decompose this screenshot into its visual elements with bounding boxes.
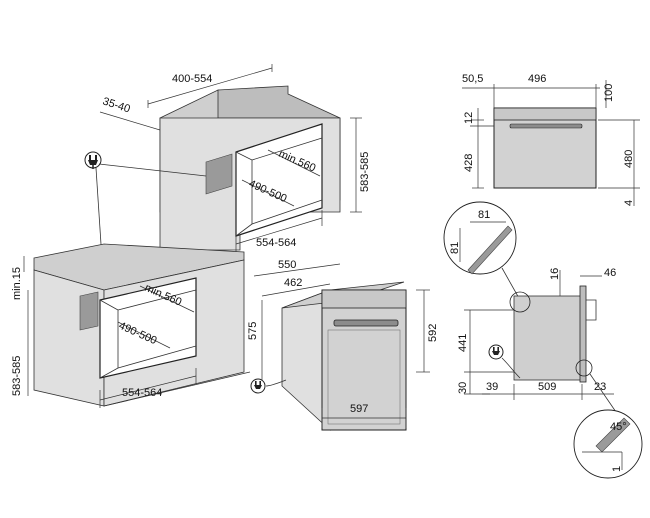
side-plug-icon <box>488 344 504 360</box>
dim-45deg-label: 45° <box>610 421 627 433</box>
under-counter-installation: min.15 583-585 min.560 490-500 554-564 <box>11 243 251 408</box>
dim-597-label: 597 <box>350 403 368 415</box>
dim-583-585-left-label: 583-585 <box>11 356 23 396</box>
detail-circle-81: 81 81 <box>443 201 521 301</box>
dim-509-label: 509 <box>538 381 556 393</box>
dim-496-label: 496 <box>528 73 546 85</box>
side-section: 16 46 441 30 39 509 23 <box>457 267 617 413</box>
under-counter-socket-area <box>79 291 99 331</box>
oven-door-handle <box>333 319 399 327</box>
oven-front-panel <box>321 289 407 431</box>
dim-592-label: 592 <box>427 324 439 342</box>
side-section-body <box>513 295 583 381</box>
power-plug-icon <box>84 151 102 169</box>
dim-4-label: 4 <box>623 200 635 206</box>
tall-cabinet-niche <box>235 123 323 237</box>
dim-46-label: 46 <box>604 267 616 279</box>
dim-min15-label: min.15 <box>11 267 23 300</box>
dim-554-564-bottom-label: 554-564 <box>122 387 162 399</box>
dim-35-40-label: 35-40 <box>101 95 131 115</box>
dim-550-label: 550 <box>278 259 296 271</box>
detail-circle-45deg: 45° 1 <box>573 409 643 479</box>
dim-12-label: 12 <box>463 112 475 124</box>
dim-100-label: 100 <box>603 84 615 102</box>
dim-554-564-top-label: 554-564 <box>256 237 296 249</box>
oven-perspective: 550 462 575 592 597 <box>247 259 439 431</box>
dim-400-554-label: 400-554 <box>172 73 212 85</box>
oven-plug-icon <box>250 378 266 394</box>
dim-16-label: 16 <box>549 268 561 280</box>
dim-428-label: 428 <box>463 154 475 172</box>
dim-441-label: 441 <box>457 334 469 352</box>
dim-575-label: 575 <box>247 322 259 340</box>
dim-81a-label: 81 <box>478 209 490 221</box>
dim-30-label: 30 <box>457 382 469 394</box>
dim-462-label: 462 <box>284 277 302 289</box>
dim-81b-label: 81 <box>449 242 461 254</box>
dim-1-label: 1 <box>611 466 623 472</box>
dim-583-585-top-label: 583-585 <box>359 152 371 192</box>
tall-socket-area <box>205 153 233 195</box>
dim-480-label: 480 <box>623 150 635 168</box>
tall-cabinet-installation: 400-554 35-40 583-585 min.560 490-500 55… <box>99 64 371 252</box>
front-elevation-body <box>493 107 597 189</box>
dim-50-5-label: 50,5 <box>462 73 483 85</box>
dim-39-label: 39 <box>486 381 498 393</box>
front-elevation: 50,5 496 100 12 428 480 4 <box>462 73 640 206</box>
